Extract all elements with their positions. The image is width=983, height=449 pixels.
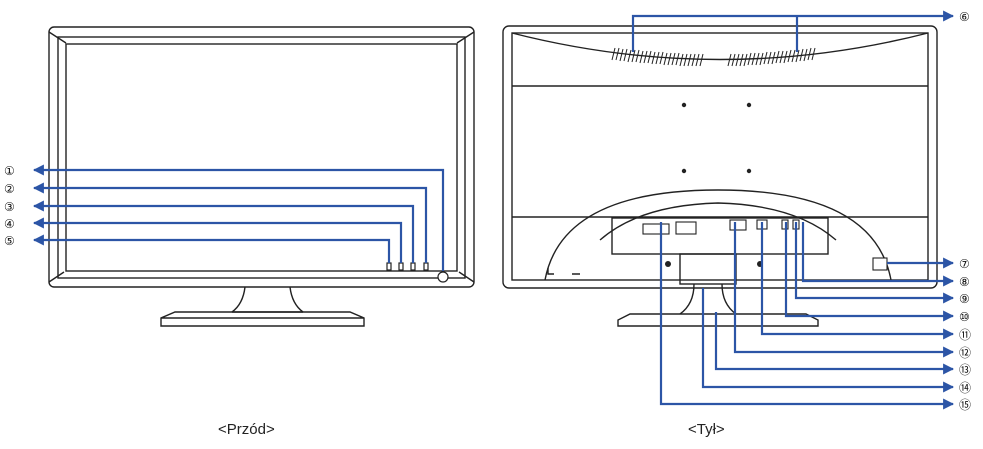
screw [665,261,671,267]
callout-line-15 [659,222,955,410]
button-2 [423,262,429,271]
callout-line-14 [701,288,955,393]
back-view-caption: <Tył> [688,421,725,438]
button-4 [398,262,404,271]
vga-port [729,219,747,231]
callout-number-11: ⑪ [959,328,971,342]
callout-line-4 [32,217,403,263]
callout-line-11 [760,222,955,340]
dvi-port [675,221,697,235]
front-stand-base [160,311,365,327]
callout-number-14: ⑭ [959,381,971,395]
back-corner-marks [547,268,580,275]
front-buttons [386,262,449,283]
back-callout-numbers: ⑥ ⑦ ⑧ ⑨ ⑩ ⑪ ⑫ ⑬ ⑭ ⑮ [959,10,971,412]
callout-line-5 [32,234,391,263]
callout-number-13: ⑬ [959,363,971,377]
callout-line-2 [32,182,428,263]
button-3 [410,262,416,271]
callout-number-4: ④ [4,217,15,231]
callout-line-3 [32,200,415,263]
front-stand-neck [231,286,304,313]
callout-number-6: ⑥ [959,10,970,24]
front-callout-numbers: ① ② ③ ④ ⑤ [4,164,15,248]
back-vents [611,47,816,67]
front-screen [65,43,458,272]
callout-number-2: ② [4,182,15,196]
callout-line-8 [801,222,955,287]
callout-line-6 [631,10,955,52]
button-5 [386,262,392,271]
front-bezel-bevel [48,31,475,283]
callout-number-3: ③ [4,200,15,214]
front-monitor [48,26,475,327]
back-monitor [502,25,938,327]
vesa-hole [681,168,687,174]
callout-line-13 [714,312,955,375]
callout-line-1 [32,164,445,271]
back-stand-hump-inner [599,202,837,241]
back-top-edge [511,32,929,61]
back-housing [502,25,938,289]
front-view-caption: <Przód> [218,421,275,438]
callout-line-12 [733,222,955,358]
callout-number-12: ⑫ [959,346,971,360]
vent-right [727,47,816,67]
vesa-hole [681,102,687,108]
power-connector [642,223,670,235]
back-stand-neck [679,283,737,315]
vent-left [611,47,704,67]
callout-number-15: ⑮ [959,398,971,412]
front-bezel-outer [48,26,475,288]
vesa-hole [746,168,752,174]
back-callout-lines [631,10,955,410]
power-button [437,271,449,283]
callout-number-7: ⑦ [959,257,970,271]
callout-line-10 [784,222,955,322]
kensington-lock [872,257,888,271]
callout-number-8: ⑧ [959,275,970,289]
back-stand-hump [544,189,892,281]
back-holes [665,102,763,267]
callout-number-5: ⑤ [4,234,15,248]
front-screen-frame [57,36,466,279]
callout-number-1: ① [4,164,15,178]
back-stand-base [617,313,819,327]
callout-number-10: ⑩ [959,310,970,324]
callout-number-9: ⑨ [959,292,970,306]
front-callout-lines [32,164,445,271]
vesa-hole [746,102,752,108]
callout-line-9 [794,222,955,304]
back-inner-frame [511,32,929,281]
